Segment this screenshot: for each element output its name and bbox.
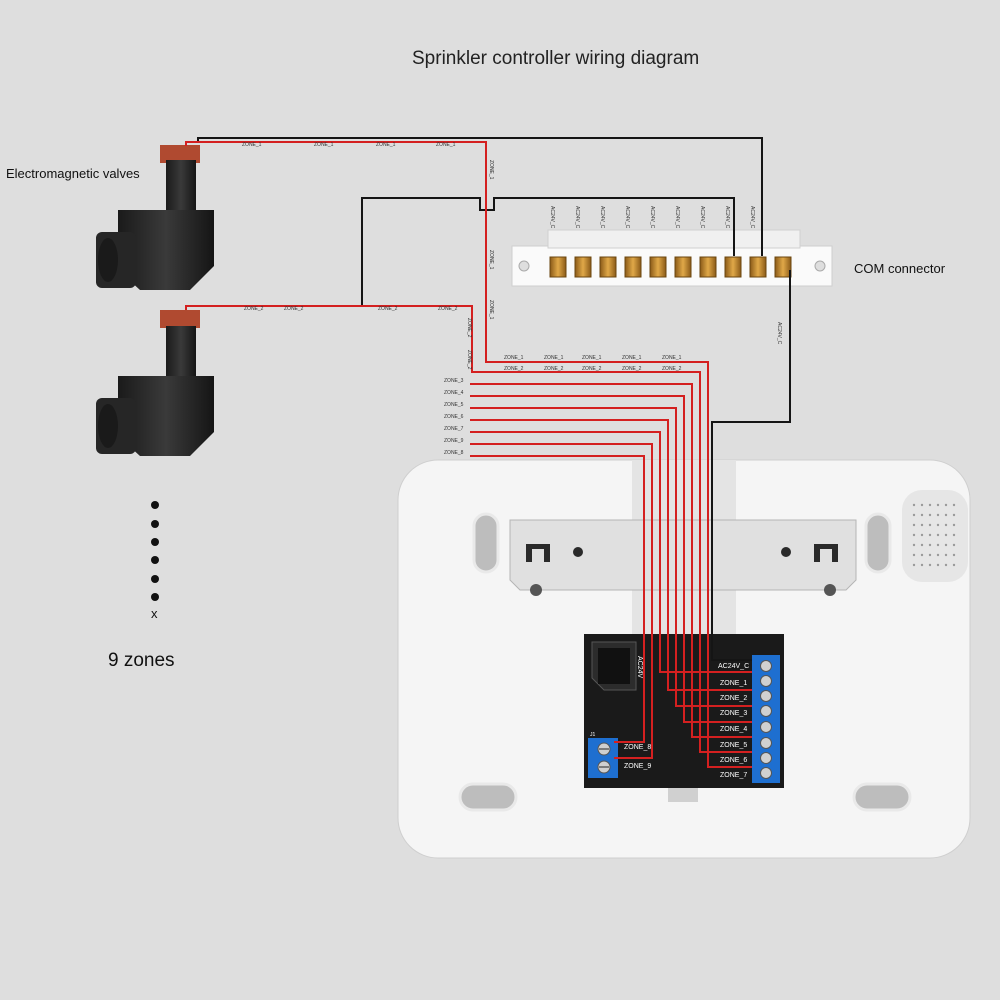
wire-label: ZONE_2 — [544, 366, 564, 372]
wire-label: ZONE_3 — [444, 378, 464, 384]
com-pin-label: AC24V_C — [724, 206, 730, 229]
pcb-terminal-labels: AC24V_C ZONE_1 ZONE_2 ZONE_3 ZONE_4 ZONE… — [590, 656, 749, 779]
wire-label: ZONE_2 — [466, 350, 472, 370]
wire-label: ZONE_2 — [378, 306, 398, 312]
common-wires — [196, 137, 791, 661]
com-pin-label: AC24V_C — [624, 206, 630, 229]
wire-label: ZONE_2 — [582, 366, 602, 372]
wire-label: ZONE_1 — [662, 355, 682, 361]
wire-label: ZONE_2 — [662, 366, 682, 372]
com-connector-label: COM connector — [854, 261, 946, 276]
wire-label: ZONE_1 — [504, 355, 524, 361]
terminal-label: ZONE_1 — [720, 680, 747, 687]
wire-label: ZONE_8 — [444, 450, 464, 456]
pcb-small-label: J1 — [590, 732, 596, 738]
zones-count-label: 9 zones — [108, 650, 175, 671]
wire-label: ZONE_2 — [284, 306, 304, 312]
wire-label: ZONE_2 — [244, 306, 264, 312]
wire-label: ZONE_1 — [544, 355, 564, 361]
com-pin-label: AC24V_C — [599, 206, 605, 229]
com-pin-label: AC24V_C — [674, 206, 680, 229]
wire-label: ZONE_1 — [488, 300, 494, 320]
wire-label: ZONE_2 — [438, 306, 458, 312]
diagram-title: Sprinkler controller wiring diagram — [412, 48, 700, 69]
wire-label: ZONE_1 — [436, 142, 456, 148]
terminal-label: ZONE_9 — [624, 763, 651, 770]
more-zones-dots — [151, 501, 159, 601]
wire-label: ZONE_1 — [376, 142, 396, 148]
power-label: AC24V — [636, 656, 643, 679]
com-wire-label: AC24V_C — [776, 322, 782, 345]
wire-labels: ZONE_1 ZONE_1 ZONE_1 ZONE_1 ZONE_2 ZONE_… — [242, 142, 782, 456]
zone-wires — [185, 141, 752, 768]
wire-label: ZONE_1 — [488, 250, 494, 270]
wire-label: ZONE_2 — [466, 318, 472, 338]
terminal-label: ZONE_5 — [720, 742, 747, 749]
valves-label: Electromagnetic valves — [6, 166, 140, 181]
wire-label: ZONE_4 — [444, 390, 464, 396]
speaker-grille-icon — [912, 503, 956, 567]
wire-label: ZONE_1 — [242, 142, 262, 148]
wire-label: ZONE_2 — [504, 366, 524, 372]
terminal-label: ZONE_4 — [720, 726, 747, 733]
com-pin-label: AC24V_C — [549, 206, 555, 229]
com-connector — [511, 229, 833, 287]
wire-label: ZONE_2 — [622, 366, 642, 372]
solenoid-valve-1 — [96, 145, 214, 290]
terminal-label: ZONE_8 — [624, 744, 651, 751]
terminal-label: AC24V_C — [718, 663, 749, 670]
terminal-label: ZONE_2 — [720, 695, 747, 702]
com-pin-label: AC24V_C — [649, 206, 655, 229]
com-pin-label: AC24V_C — [749, 206, 755, 229]
terminal-label: ZONE_3 — [720, 710, 747, 717]
com-pin-label: AC24V_C — [574, 206, 580, 229]
com-pin-label: AC24V_C — [699, 206, 705, 229]
wire-label: ZONE_1 — [314, 142, 334, 148]
wire-label: ZONE_7 — [444, 426, 464, 432]
wire-label: ZONE_9 — [444, 438, 464, 444]
terminal-label: ZONE_7 — [720, 772, 747, 779]
wire-label: ZONE_1 — [622, 355, 642, 361]
wire-label: ZONE_5 — [444, 402, 464, 408]
wire-label: ZONE_1 — [582, 355, 602, 361]
wire-label: ZONE_6 — [444, 414, 464, 420]
wire-label: ZONE_1 — [488, 160, 494, 180]
x-mark-label: x — [151, 606, 158, 621]
solenoid-valve-2 — [96, 310, 214, 456]
com-pin-labels: AC24V_C AC24V_C AC24V_C AC24V_C AC24V_C … — [549, 206, 755, 229]
terminal-label: ZONE_6 — [720, 757, 747, 764]
